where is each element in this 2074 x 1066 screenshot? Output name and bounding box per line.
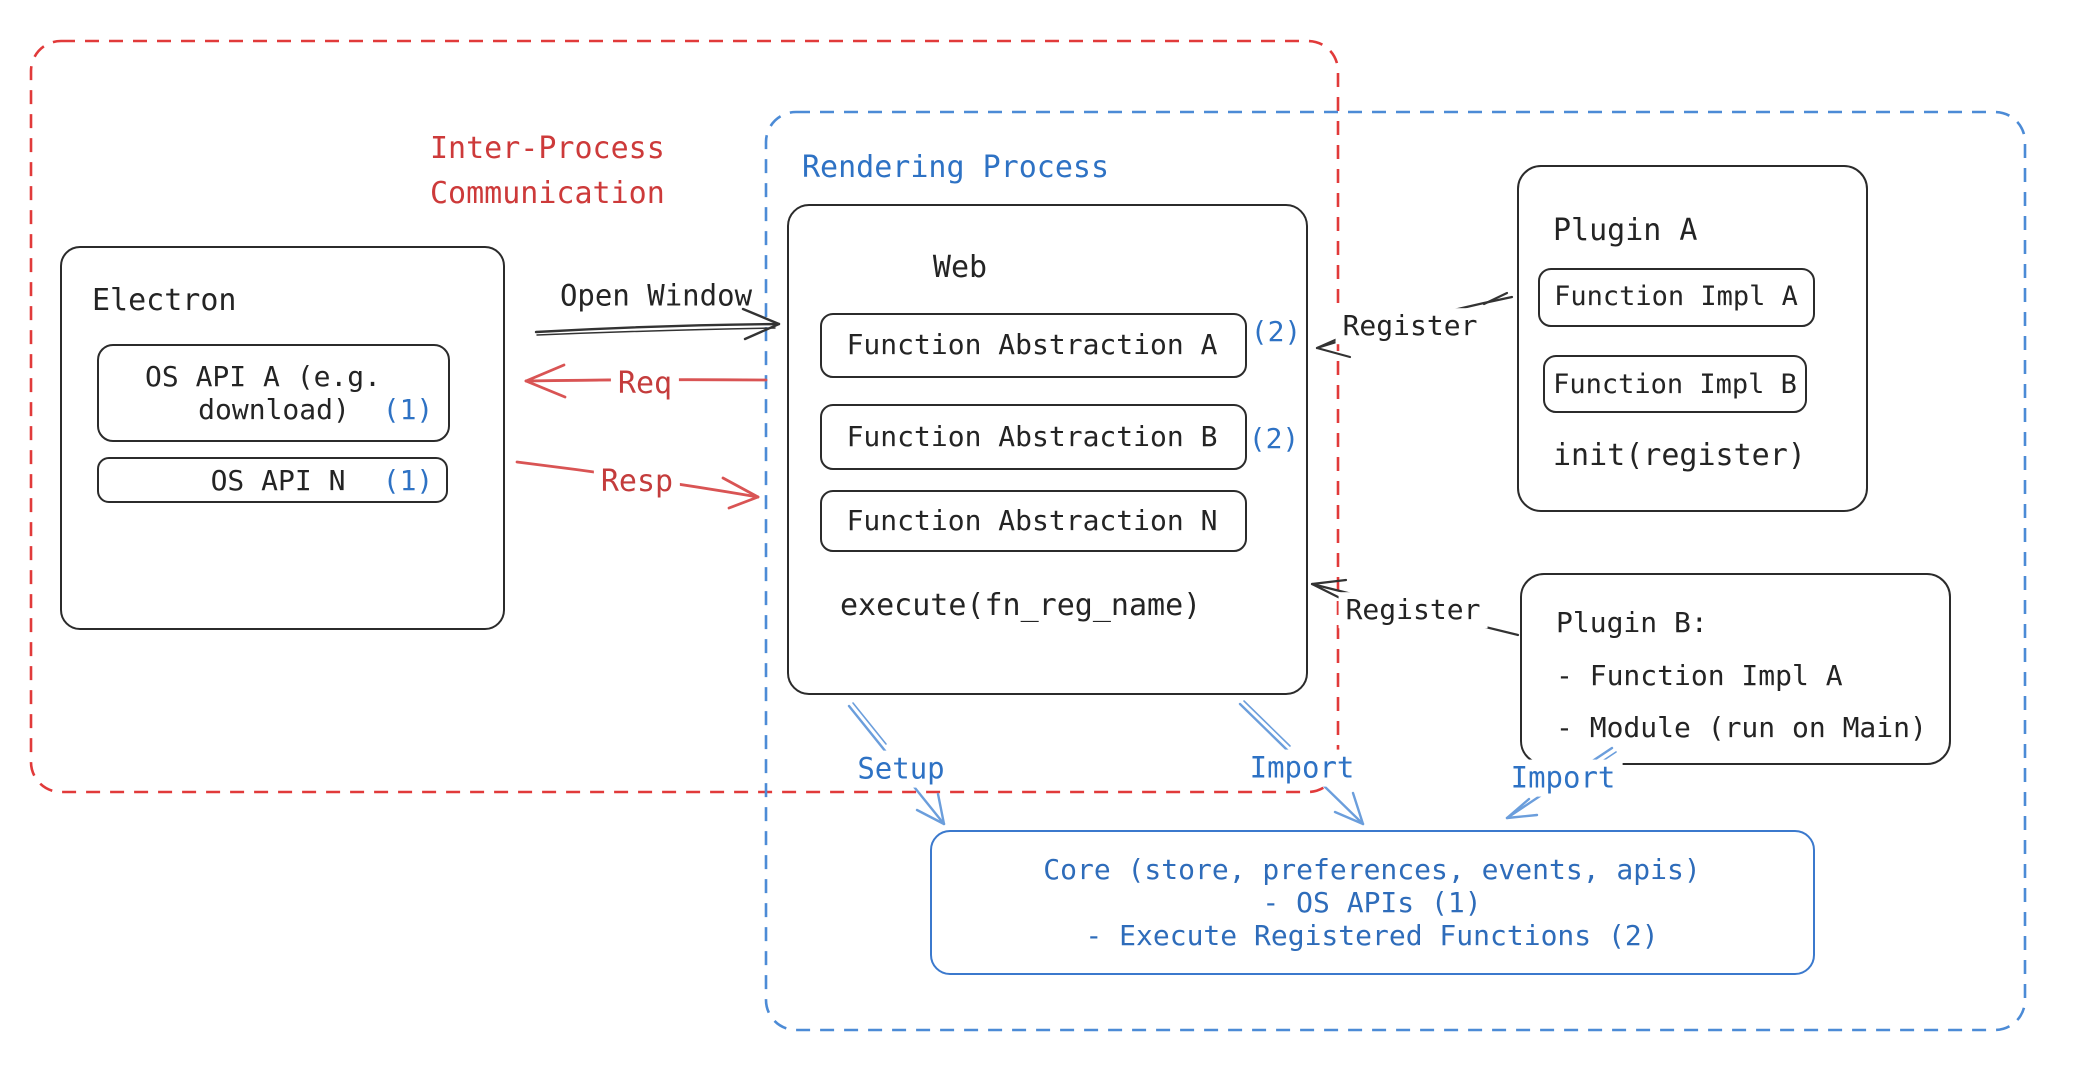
os-api-n-ref-badge: (1) xyxy=(382,464,434,498)
core-execute-functions-line: - Execute Registered Functions (2) xyxy=(1085,919,1659,953)
plugin-b-title: Plugin B: xyxy=(1556,606,1708,640)
ipc-label-line1: Inter-Process xyxy=(430,131,665,166)
os-api-a-ref-badge: (1) xyxy=(382,393,434,427)
init-register-label: init(register) xyxy=(1553,438,1806,473)
req-arrow-label: Req xyxy=(610,365,680,403)
ipc-label-line2: Communication xyxy=(430,176,665,211)
function-abstraction-n-label: Function Abstraction N xyxy=(846,504,1218,538)
core-os-apis-line: - OS APIs (1) xyxy=(1262,886,1482,920)
plugin-b-item-module: - Module (run on Main) xyxy=(1556,711,1927,745)
open-window-arrow-label: Open Window xyxy=(559,278,753,313)
execute-function-label: execute(fn_reg_name) xyxy=(840,588,1202,623)
rendering-process-label: Rendering Process xyxy=(802,150,1110,185)
os-api-n-label: OS API N xyxy=(210,464,346,498)
import-plugin-arrow-label: Import xyxy=(1503,759,1623,797)
register-b-arrow-label: Register xyxy=(1338,592,1488,628)
setup-arrow-label: Setup xyxy=(850,750,952,788)
import-web-arrow-label: Import xyxy=(1242,749,1362,787)
function-impl-b-label: Function Impl B xyxy=(1553,368,1797,400)
plugin-a-title: Plugin A xyxy=(1553,213,1698,248)
core-title-line: Core (store, preferences, events, apis) xyxy=(1043,853,1701,887)
electron-title: Electron xyxy=(92,283,237,318)
function-impl-a-label: Function Impl A xyxy=(1554,280,1798,312)
os-api-a-label-line2: download) xyxy=(198,393,350,427)
os-api-a-label-line1: OS API A (e.g. xyxy=(144,360,382,394)
resp-arrow-label: Resp xyxy=(593,463,681,501)
function-abstraction-a-label: Function Abstraction A xyxy=(846,328,1218,362)
function-abstraction-b-ref-badge: (2) xyxy=(1248,422,1300,456)
web-title: Web xyxy=(932,250,988,285)
function-abstraction-a-ref-badge: (2) xyxy=(1250,315,1302,349)
register-a-arrow-label: Register xyxy=(1335,308,1485,344)
open-window-arrow xyxy=(534,307,781,341)
plugin-b-item-function-impl-a: - Function Impl A xyxy=(1556,659,1843,693)
function-abstraction-b-label: Function Abstraction B xyxy=(846,420,1218,454)
